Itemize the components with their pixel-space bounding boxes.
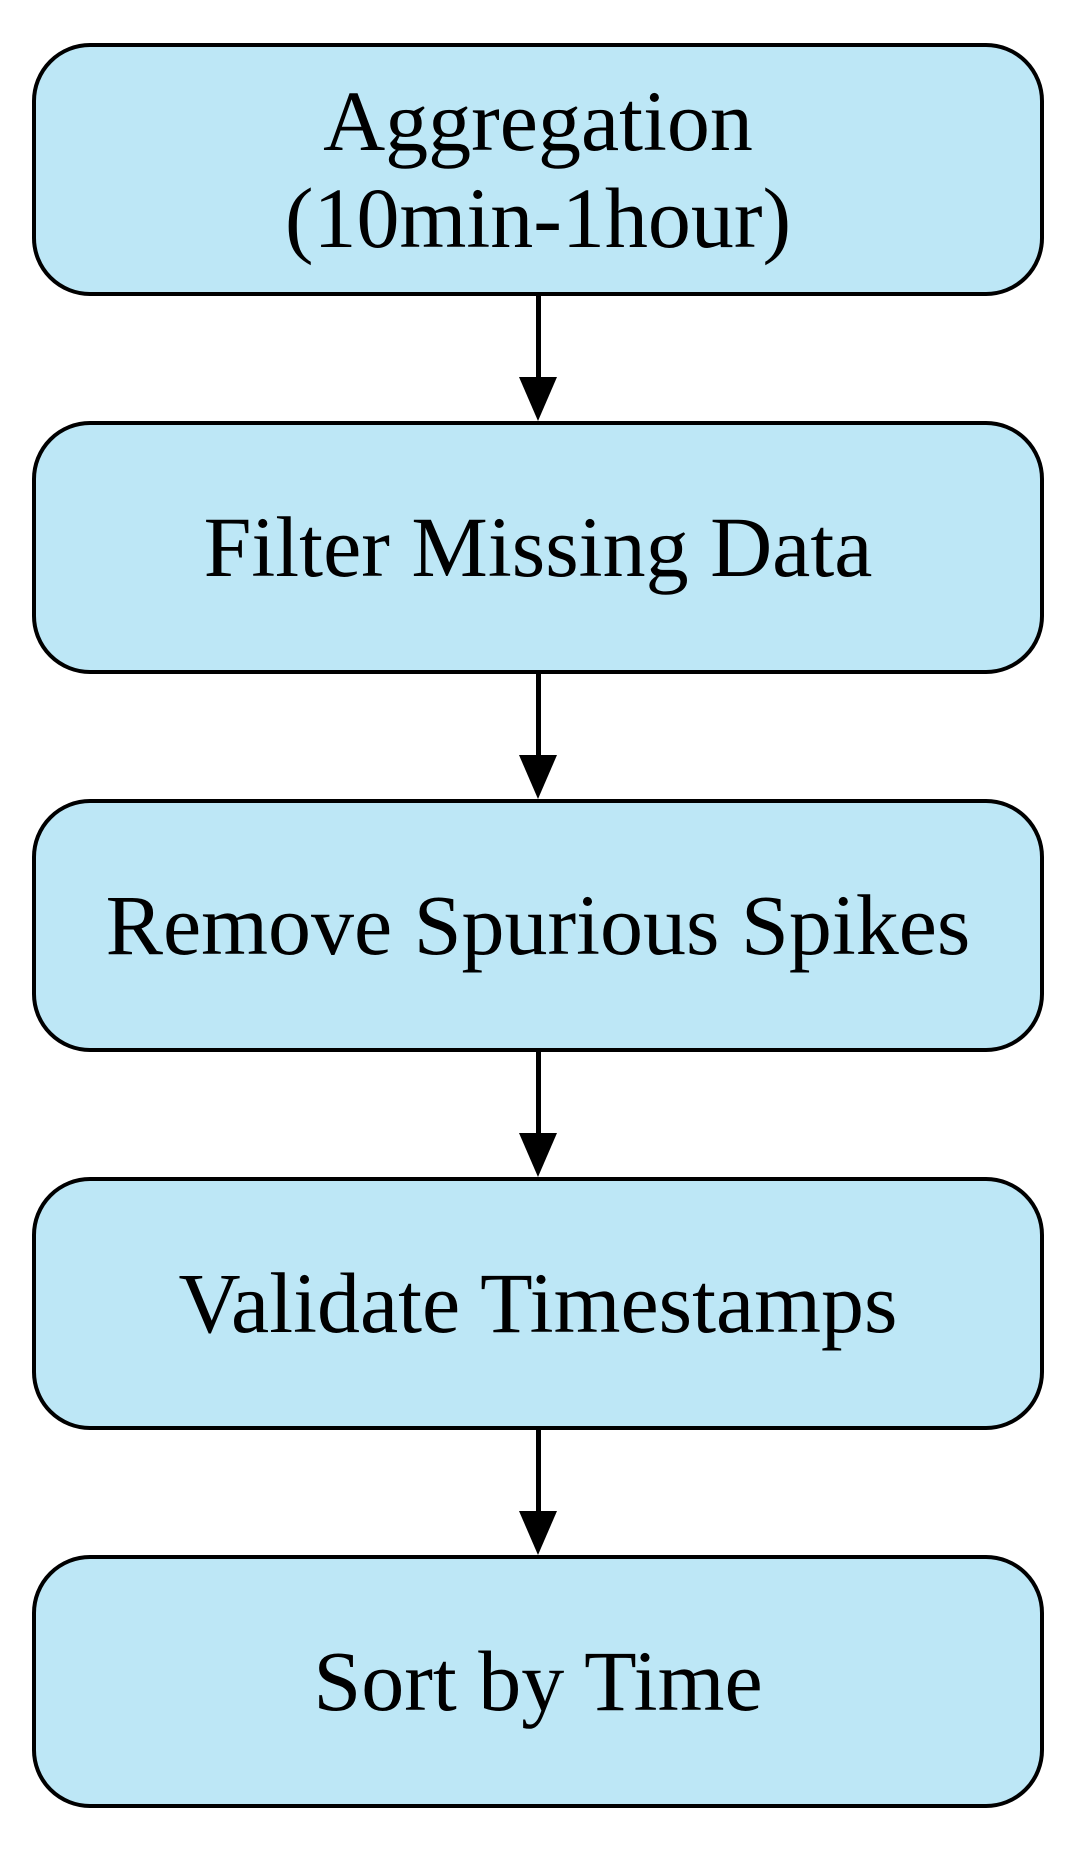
flow-arrow-4-to-5 [32,1430,1044,1555]
node-label-line: Filter Missing Data [203,499,873,596]
arrowhead-down-icon [519,1133,557,1177]
flow-arrow-2-to-3 [32,674,1044,799]
flow-arrow-1-to-2 [32,296,1044,421]
arrow-stem [535,1430,541,1513]
arrowhead-down-icon [519,377,557,421]
flow-arrow-3-to-4 [32,1052,1044,1177]
arrowhead-down-icon [519,755,557,799]
flow-node-sort-by-time: Sort by Time [32,1555,1044,1808]
node-label-line: Sort by Time [313,1633,763,1730]
node-label-line: (10min-1hour) [284,169,792,266]
arrow-stem [535,674,541,757]
flow-node-aggregation: Aggregation (10min-1hour) [32,43,1044,296]
node-label-line: Remove Spurious Spikes [105,877,971,974]
flow-node-remove-spurious-spikes: Remove Spurious Spikes [32,799,1044,1052]
flow-node-validate-timestamps: Validate Timestamps [32,1177,1044,1430]
arrow-stem [535,1052,541,1135]
node-label-line: Aggregation [323,73,753,170]
arrow-stem [535,296,541,379]
arrowhead-down-icon [519,1511,557,1555]
node-label-line: Validate Timestamps [178,1255,898,1352]
flow-node-filter-missing-data: Filter Missing Data [32,421,1044,674]
